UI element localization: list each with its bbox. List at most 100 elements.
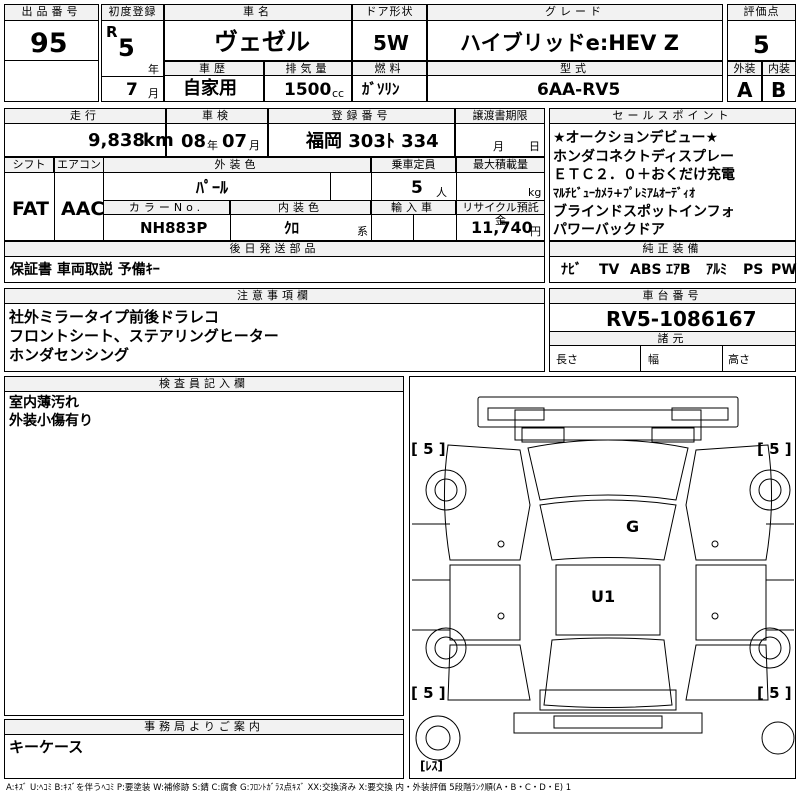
headlight-left: [521, 427, 565, 443]
left-front-door: [449, 564, 521, 641]
first-registration-era: R: [106, 23, 118, 41]
color-no-divider: [230, 200, 231, 241]
front-bumper: [477, 396, 739, 428]
roof: [555, 564, 661, 636]
front-lamp-right: [671, 407, 729, 421]
right-front-fender: [685, 444, 773, 561]
wheel-rear-right: [749, 627, 791, 669]
shift-value: FAT: [12, 198, 49, 220]
tire-rating-front-left: [ 5 ]: [411, 440, 446, 458]
sales-point-line: ★オークションデビュー★: [553, 130, 719, 146]
left-front-fender: [443, 444, 531, 561]
equipment-item: ﾅﾋﾞ: [561, 262, 582, 278]
inspection-label: 車検: [166, 108, 268, 124]
width-label: 幅: [648, 353, 659, 366]
shift-divider: [54, 157, 55, 241]
wheel-front-right: [749, 469, 791, 511]
office-label: 事務局よりご案内: [4, 719, 404, 735]
tire-rating-rear-right: [ 5 ]: [757, 684, 792, 702]
fuel-value: ｶﾞｿﾘﾝ: [362, 80, 400, 98]
inspector-line: 室内薄汚れ: [9, 395, 79, 411]
inspector-line: 外装小傷有り: [9, 413, 93, 429]
tire-rating-rear-left: [ 5 ]: [411, 684, 446, 702]
spare-tire: [415, 715, 461, 761]
tire-rating-front-right: [ 5 ]: [757, 440, 792, 458]
equipment-item: PW: [771, 262, 797, 278]
spare-tire-right: [761, 721, 795, 755]
office-value: キーケース: [9, 738, 84, 756]
transfer-day-unit: 日: [529, 140, 540, 153]
tailgate: [539, 689, 677, 711]
imported-sub-divider: [413, 215, 414, 241]
recycle-unit: 円: [530, 225, 541, 238]
capacity-divider: [371, 157, 372, 241]
rear-window: [543, 637, 673, 708]
first-registration-divider: [101, 76, 164, 77]
displacement-value: 1500: [284, 80, 332, 100]
sales-point-line: ホンダコネクトディスプレー: [553, 149, 735, 165]
right-rear-door: [685, 644, 769, 701]
capacity-label: 乗車定員: [371, 157, 456, 173]
shift-label: シフト: [4, 157, 54, 173]
sales-point-line: パワーバックドア: [553, 222, 665, 238]
hood: [527, 439, 689, 501]
model-label: 型式: [427, 61, 723, 76]
inspector-label: 検査員記入欄: [4, 376, 404, 392]
equipment-label: 純正装備: [549, 241, 796, 257]
lot-number-value: 95: [30, 28, 68, 59]
first-registration-month: 7: [126, 80, 138, 100]
exterior-grade-value: A: [737, 78, 753, 102]
exterior-color-value: ﾊﾟｰﾙ: [196, 178, 229, 197]
history-label: 車歴: [164, 61, 264, 76]
first-registration-year: 5: [118, 34, 135, 62]
rear-plate: [553, 715, 663, 729]
equipment-item: ｱﾙﾐ: [706, 262, 727, 278]
lot-number-divider: [4, 60, 99, 61]
car-diagram-box: [409, 376, 796, 779]
color-no-value: NH883P: [140, 219, 208, 237]
sales-point-line: ＥＴＣ２．０＋おくだけ充電: [553, 167, 735, 183]
max-load-unit: kg: [528, 186, 542, 199]
max-load-label: 最大積載量: [456, 157, 545, 173]
model-value: 6AA-RV5: [537, 80, 621, 100]
front-lamp-left: [487, 407, 545, 421]
notes-line: 社外ミラータイプ前後ドラレコ: [9, 308, 220, 326]
inspection-month-unit: 月: [249, 139, 260, 152]
displacement-unit: cc: [332, 87, 345, 100]
chassis-divider-1: [640, 346, 641, 372]
chassis-divider-2: [722, 346, 723, 372]
transfer-deadline-label: 譲渡書期限: [455, 108, 545, 124]
grade-label: グレード: [427, 4, 723, 21]
interior-color-unit: 系: [357, 225, 368, 238]
height-label: 高さ: [728, 353, 750, 366]
sales-points-label: セールスポイント: [549, 108, 796, 124]
capacity-value: 5: [411, 178, 423, 198]
rear-bumper: [513, 712, 703, 734]
aircon-divider: [103, 157, 104, 241]
interior-color-value: ｸﾛ: [284, 219, 300, 237]
length-label: 長さ: [556, 353, 578, 366]
inspection-year-unit: 年: [207, 139, 218, 152]
notes-line: フロントシート、ステアリングヒーター: [9, 327, 279, 345]
damage-mark-g: G: [626, 517, 640, 536]
grade-value: ハイブリッドe:HEV Z: [460, 31, 679, 55]
sales-point-line: ﾏﾙﾁﾋﾞｭｰｶﾒﾗ+ﾌﾟﾚﾐｱﾑｵｰﾃﾞｨｵ: [553, 186, 696, 200]
legend: A:ｷｽﾞ U:ﾍｺﾐ B:ｷｽﾞを伴うﾍｺﾐ P:要塗装 W:補修跡 S:錆 …: [6, 783, 572, 793]
aircon-value: AAC: [61, 198, 105, 220]
interior-color-label: 内装色: [230, 200, 371, 215]
month-unit: 月: [148, 87, 159, 100]
exterior-grade-label: 外装: [727, 61, 762, 76]
door-value: 5W: [373, 31, 409, 55]
transfer-month-unit: 月: [493, 140, 504, 153]
spec-label: 諸元: [549, 331, 796, 346]
spare-label: [ﾚｽ]: [420, 759, 443, 773]
left-rear-door: [447, 644, 531, 701]
inspection-month: 07: [222, 131, 248, 152]
exterior-color-label: 外装色: [103, 157, 371, 173]
recycle-value: 11,740: [471, 218, 533, 237]
fuel-label: 燃料: [352, 61, 427, 76]
chassis-value: RV5-1086167: [606, 307, 757, 331]
equipment-item: ABS: [630, 262, 662, 278]
windshield: [539, 499, 677, 561]
